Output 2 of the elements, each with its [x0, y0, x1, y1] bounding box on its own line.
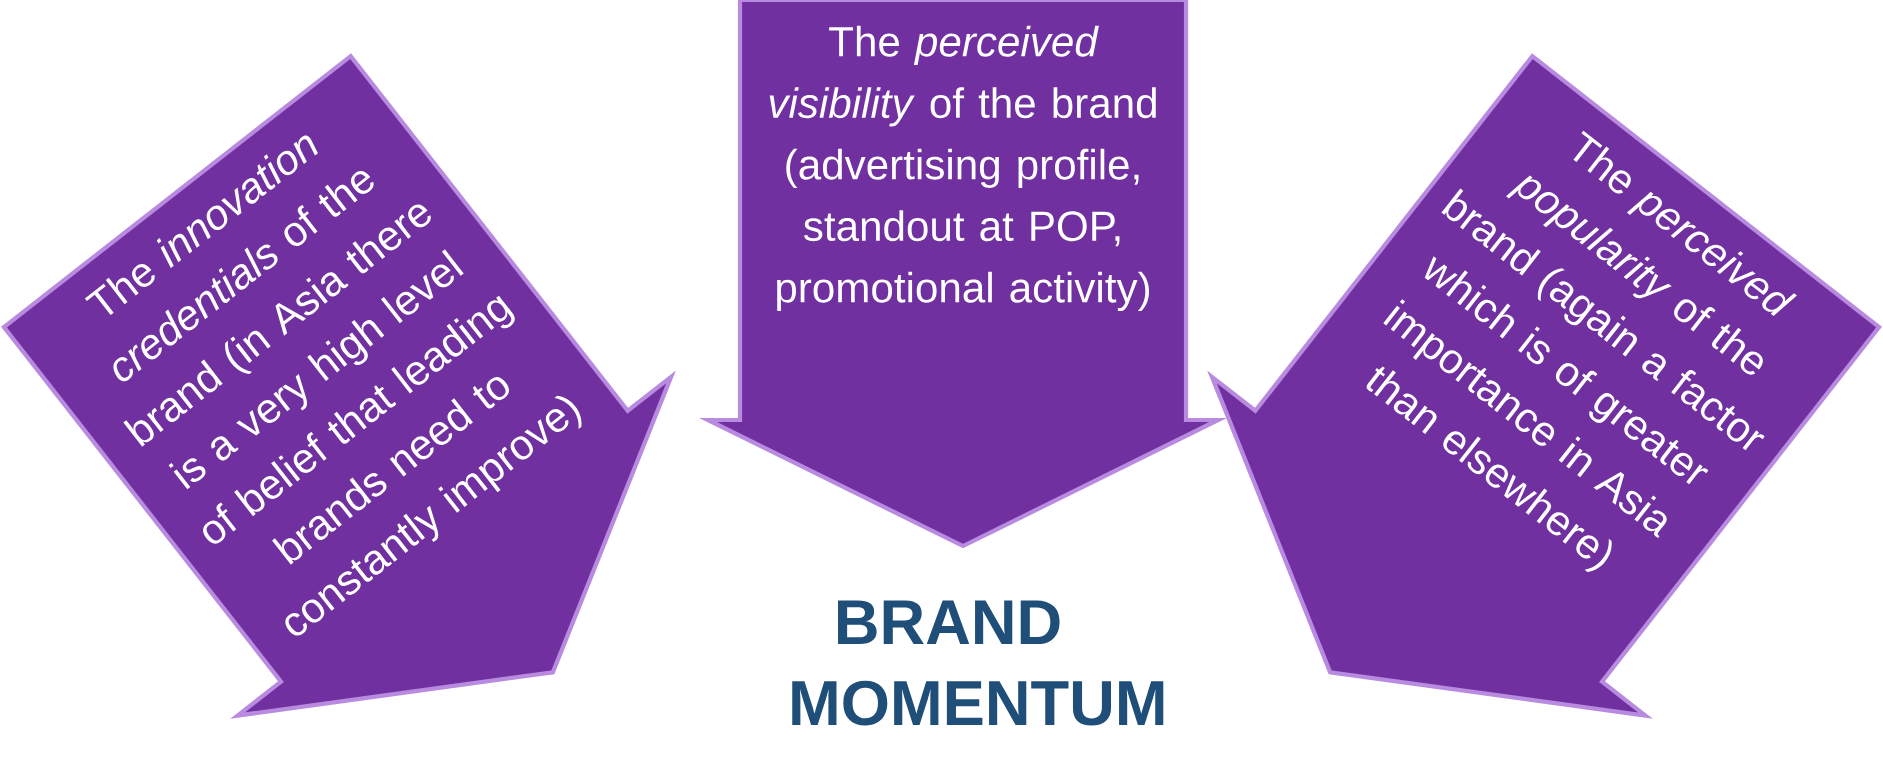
heading: BRAND MOMENTUM: [792, 600, 1164, 726]
arrow-callout: The perceived visibility of the brand (advertising profile, standout at POP, promotional activity): [699, 0, 1228, 549]
